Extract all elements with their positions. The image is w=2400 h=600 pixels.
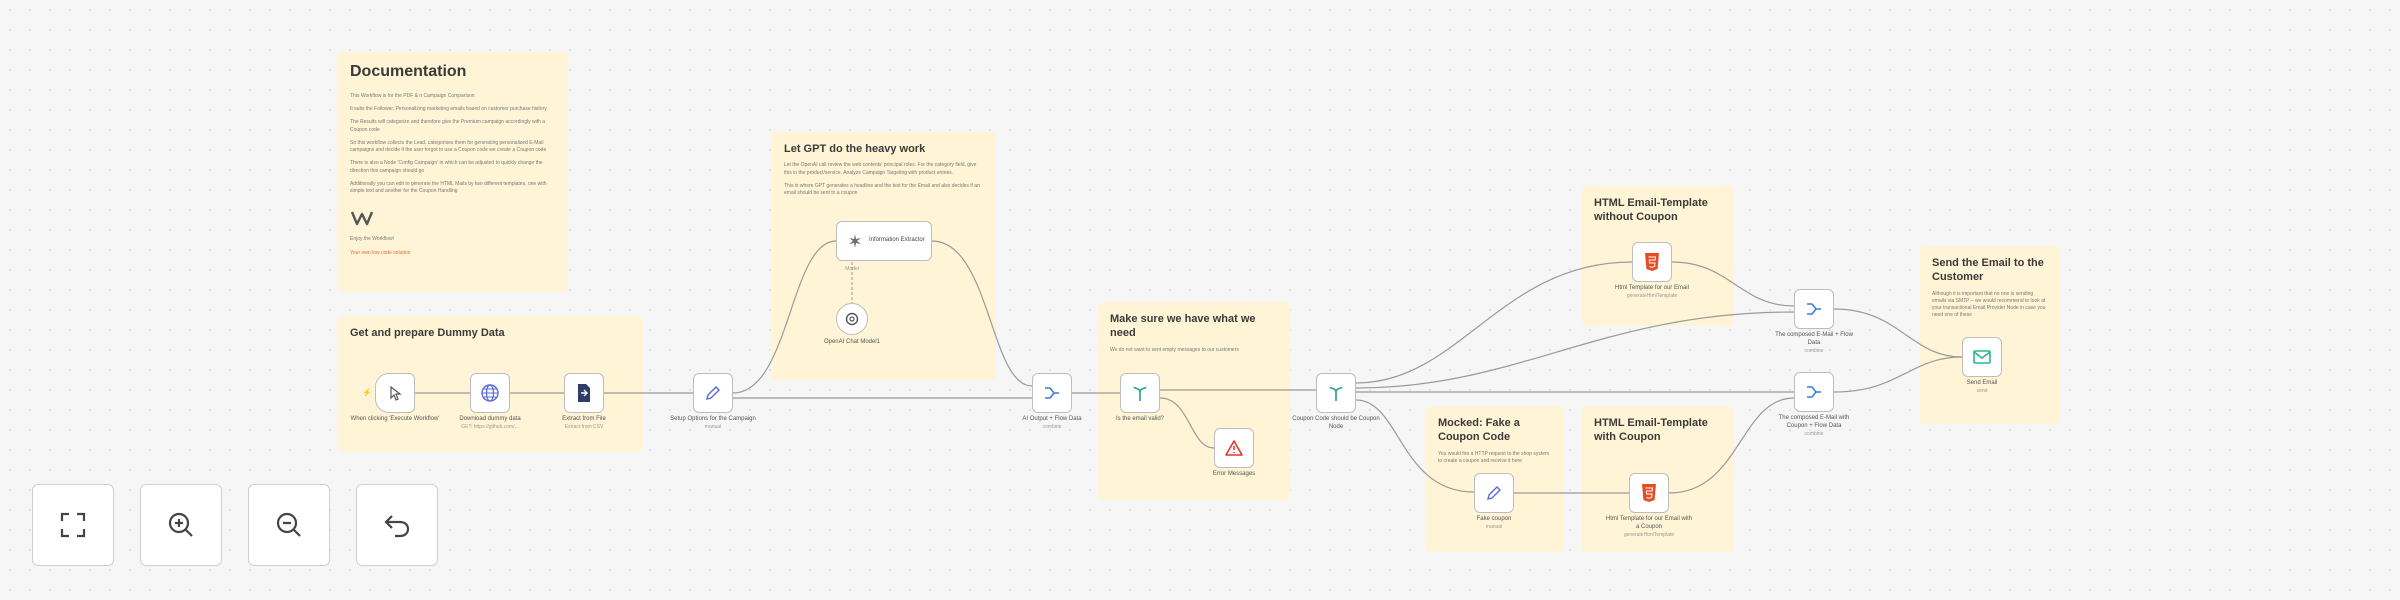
label-openai: OpenAI Chat Model1 [823,339,881,345]
mocked-paragraph: You would fire a HTTP request to the sho… [1438,450,1550,464]
node-information-extractor[interactable]: Information Extractor [836,221,932,261]
pencil-icon [1487,486,1501,500]
gpt-title: Let GPT do the heavy work [784,143,926,155]
node-merge-ai-output[interactable] [1032,373,1072,413]
gpt-paragraph: Let the OpenAI call review the web conte… [784,162,977,176]
node-manual-trigger[interactable] [375,373,415,413]
if-branch-icon [1329,386,1343,401]
node-send-email[interactable] [1962,337,2002,377]
merge-icon [1045,387,1059,399]
node-html-template-without-coupon[interactable] [1632,242,1672,282]
node-coupon-check[interactable] [1316,373,1356,413]
node-fake-coupon[interactable] [1474,473,1514,513]
sticky-send[interactable]: Send the Email to the Customer Although … [1920,246,2060,424]
node-extract-from-file[interactable] [564,373,604,413]
doc-paragraph: Additionally you can edit to generate th… [350,180,547,195]
label-information-extractor: Information Extractor [869,237,925,244]
fit-to-view-icon [60,512,86,538]
label-if-email-valid: Is the email valid? [1115,416,1165,422]
label-merge-composed-email-coupon: The composed E-Mail with Coupon + Flow D… [1778,415,1850,437]
ai-extractor-icon [849,234,861,248]
label-error-messages: Error Messages [1212,471,1256,477]
dummy-title: Get and prepare Dummy Data [350,327,505,339]
globe-icon [481,384,499,402]
label-merge-composed-email: The composed E-Mail + Flow Data combine [1775,332,1853,354]
label-coupon-check: Coupon Code should be Coupon Node [1292,416,1380,430]
zoom-out-button[interactable] [248,484,330,566]
node-download-dummy-data[interactable] [470,373,510,413]
label-manual-trigger: When clicking 'Execute Workflow' [350,416,440,422]
doc-paragraph: It suits the Follower, Personalizing mar… [350,106,547,113]
make-sure-title: Make sure we have what we need [1110,313,1256,340]
warning-icon [1225,440,1243,456]
trigger-bolt-icon: ⚡ [362,388,372,397]
html-with-title: HTML Email-Template with Coupon [1594,417,1708,444]
file-extract-icon [578,384,590,402]
node-merge-composed-email-coupon[interactable] [1794,372,1834,412]
html5-icon [1642,484,1656,502]
workflow-logo-icon [350,211,374,226]
label-html-template-2: Html Template for our Email with a Coupo… [1605,516,1693,538]
openai-icon [845,312,859,326]
port-label-model: Model [845,266,859,272]
gpt-paragraph: This is where GPT generates a headline a… [784,182,980,197]
label-fake-coupon: Fake coupon manual [1476,516,1512,530]
doc-paragraph: The Results will categorize and therefor… [350,119,546,133]
label-send-email: Send Email send [1966,380,1998,394]
node-html-template-with-coupon[interactable] [1629,473,1669,513]
doc-footer: Enjoy the Workflow! [350,236,395,243]
node-openai-chat-model[interactable] [836,303,868,335]
doc-paragraph: So this workflow collects the Lead, cate… [350,139,547,154]
send-paragraph: Although it is important that no one is … [1932,290,2046,319]
reset-zoom-button[interactable] [356,484,438,566]
html5-icon [1645,253,1659,271]
if-branch-icon [1133,386,1147,401]
zoom-in-icon [168,512,193,537]
doc-paragraph: This Workflow is for the PDF & n Campaig… [350,92,475,99]
label-extract: Extract from File Extract from CSV [562,416,606,430]
doc-link[interactable]: Your own low code solution [350,249,411,256]
zoom-out-icon [276,512,301,537]
merge-icon [1807,386,1821,398]
node-setup-options[interactable] [693,373,733,413]
node-if-email-valid[interactable] [1120,373,1160,413]
label-download: Download dummy data GET: https://github.… [459,416,521,430]
send-title: Send the Email to the Customer [1932,257,2044,284]
make-sure-paragraph: We do not want to sent empty messages to… [1110,346,1239,353]
merge-icon [1807,303,1821,315]
label-setup-options: Setup Options for the Campaign manual [670,416,756,430]
pencil-icon [706,386,720,400]
cursor-click-icon [390,385,402,401]
zoom-in-button[interactable] [140,484,222,566]
undo-icon [384,515,410,538]
mocked-title: Mocked: Fake a Coupon Code [1438,417,1520,444]
documentation-title: Documentation [350,63,467,80]
node-error-messages[interactable] [1214,428,1254,468]
sticky-documentation[interactable]: Documentation This Workflow is for the P… [338,52,568,292]
label-html-template-1: Html Template for our Email generateHtml… [1615,285,1689,299]
label-merge-ai-output: AI Output + Flow Data combine [1022,416,1082,430]
node-merge-composed-email[interactable] [1794,289,1834,329]
zoom-to-fit-button[interactable] [32,484,114,566]
email-icon [1973,350,1991,364]
doc-paragraph: There is also a Node 'Config Campaign' i… [350,160,543,174]
html-without-title: HTML Email-Template without Coupon [1594,197,1708,224]
